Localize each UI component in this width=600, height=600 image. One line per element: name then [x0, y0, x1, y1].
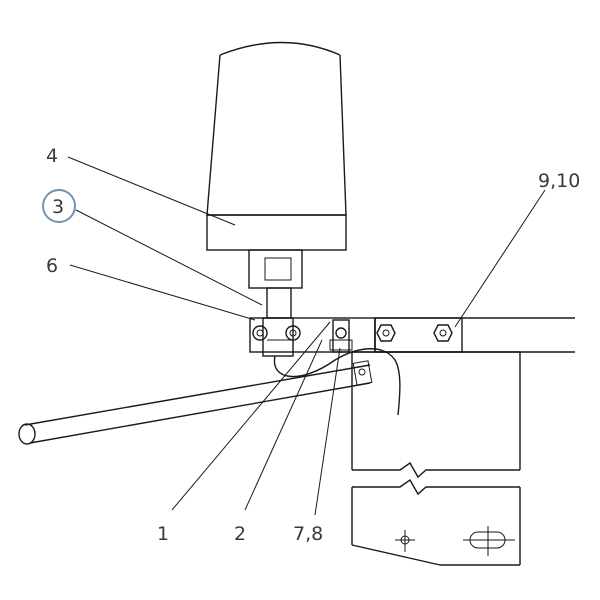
- lamp-adapter: [248, 249, 303, 357]
- callout-4: 4: [46, 145, 58, 167]
- callout-3: 3: [52, 196, 64, 218]
- callout-1: 1: [157, 523, 169, 545]
- leader-lines: [67, 156, 546, 516]
- beacon-lamp: [206, 41, 347, 251]
- support-rod: [18, 360, 373, 445]
- cable: [273, 348, 401, 416]
- callout-9-10: 9,10: [538, 170, 580, 192]
- callouts: 4 3 6 9,10 1 2 7,8: [42, 145, 580, 545]
- callout-7-8: 7,8: [293, 523, 323, 545]
- callout-6: 6: [46, 255, 58, 277]
- mounting-plate: [249, 317, 376, 353]
- callout-3-highlight-ring: [42, 189, 76, 223]
- rail: [374, 317, 575, 353]
- mast: [351, 351, 521, 566]
- callout-2: 2: [234, 523, 246, 545]
